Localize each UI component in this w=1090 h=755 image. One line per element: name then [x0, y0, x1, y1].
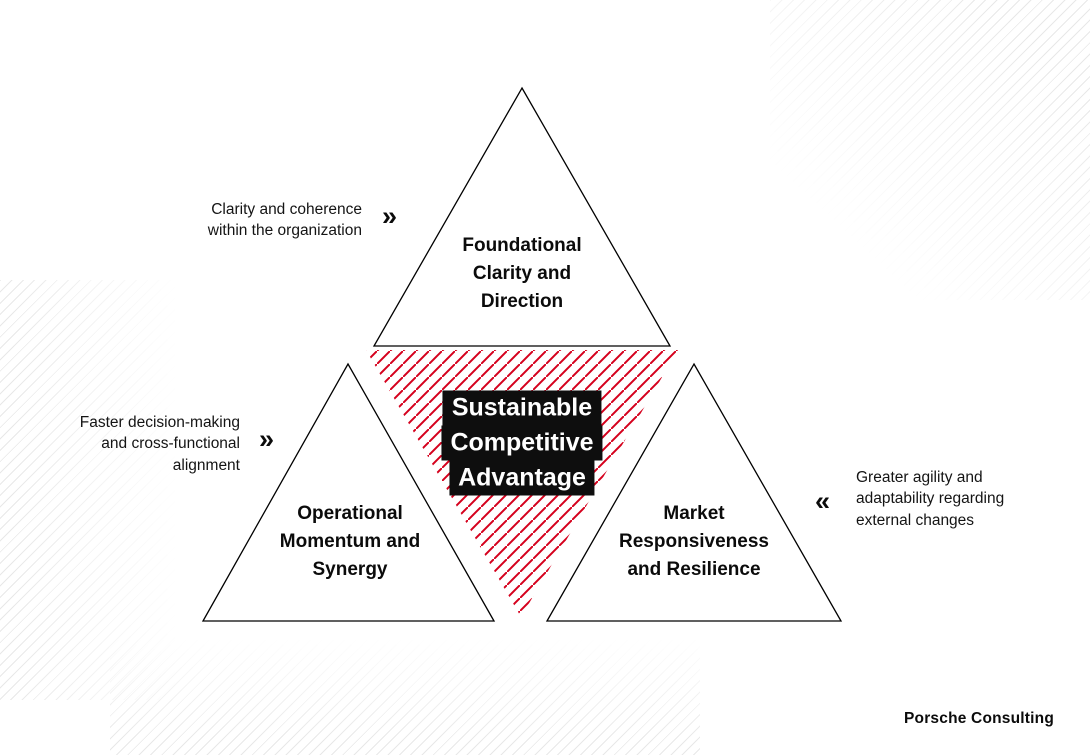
- chevron-left-icon: «: [815, 486, 831, 516]
- top-triangle-label: Foundational Clarity and Direction: [462, 234, 582, 313]
- chevron-right-icon: »: [382, 201, 398, 231]
- annotation-faster-decisions: Faster decision-making and cross-functio…: [79, 414, 240, 474]
- bottom-right-triangle: [545, 362, 843, 622]
- center-label: Sustainable Competitive Advantage: [441, 390, 603, 496]
- annotation-greater-agility: Greater agility and adaptability regardi…: [856, 469, 1005, 529]
- center-label-line-3: Advantage: [449, 460, 595, 496]
- center-label-line-1: Sustainable: [442, 390, 602, 426]
- bottom-left-triangle-label: Operational Momentum and Synergy: [279, 502, 421, 581]
- top-triangle: [372, 86, 672, 347]
- porsche-consulting-logo: Porsche Consulting: [903, 710, 1054, 727]
- chevron-right-icon: »: [259, 424, 275, 454]
- annotation-clarity-coherence: Clarity and coherence within the organiz…: [207, 201, 362, 240]
- bottom-left-triangle: [201, 362, 496, 622]
- bottom-right-triangle-label: Market Responsiveness and Resilience: [619, 502, 769, 581]
- center-label-line-2: Competitive: [441, 425, 603, 461]
